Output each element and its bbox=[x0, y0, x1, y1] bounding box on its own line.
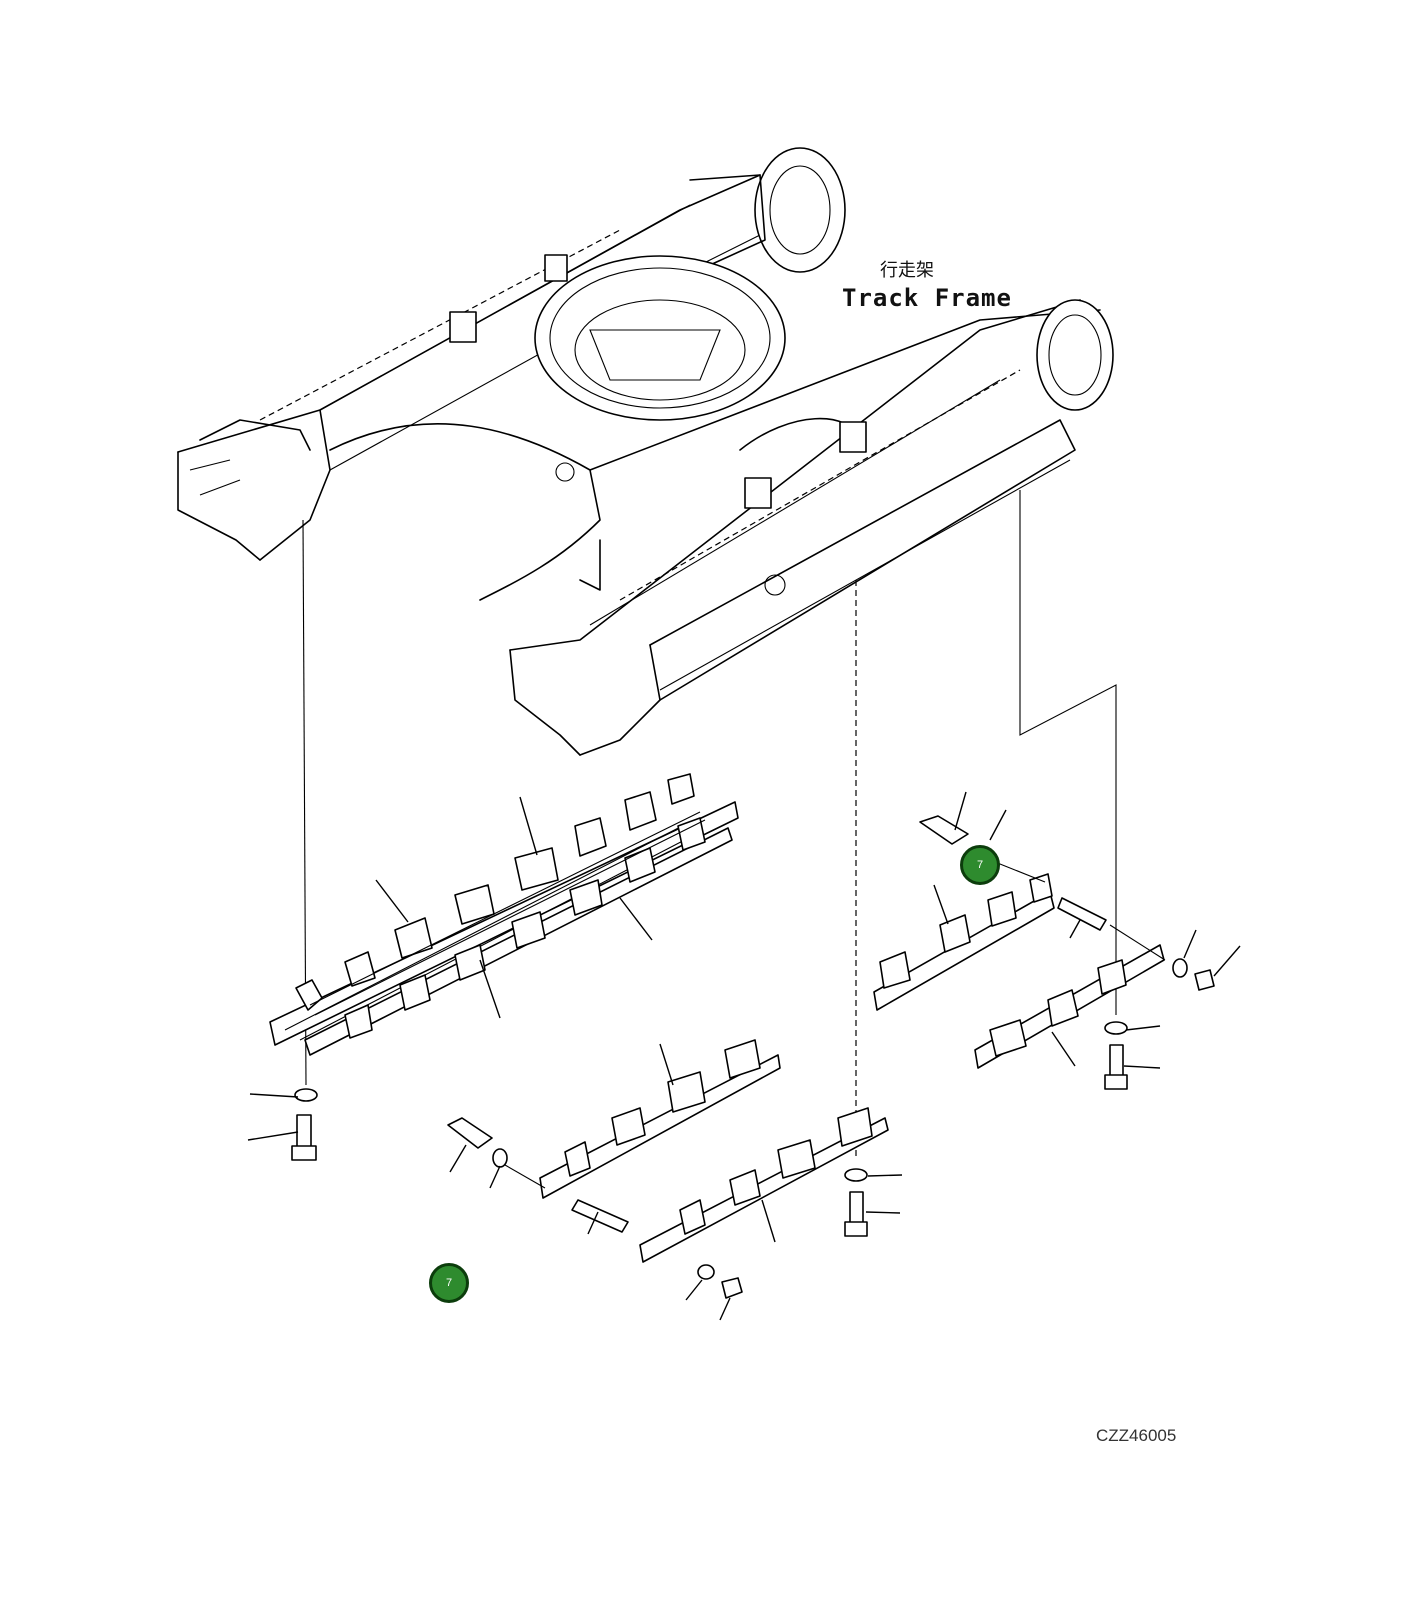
part-callout-7-lower[interactable]: 7 bbox=[429, 1263, 469, 1303]
bolt-left-group bbox=[247, 1088, 318, 1161]
title-english: Track Frame bbox=[842, 284, 1012, 312]
part-callout-7-upper[interactable]: 7 bbox=[960, 845, 1000, 885]
title-chinese: 行走架 bbox=[880, 260, 934, 281]
track-guard-left-assembly bbox=[269, 773, 739, 1056]
drawing-code: CZZ46005 bbox=[1096, 1426, 1177, 1445]
track-guard-center-assembly bbox=[447, 1039, 903, 1321]
track-frame-body bbox=[177, 147, 1114, 756]
track-guard-right-assembly bbox=[873, 791, 1241, 1090]
